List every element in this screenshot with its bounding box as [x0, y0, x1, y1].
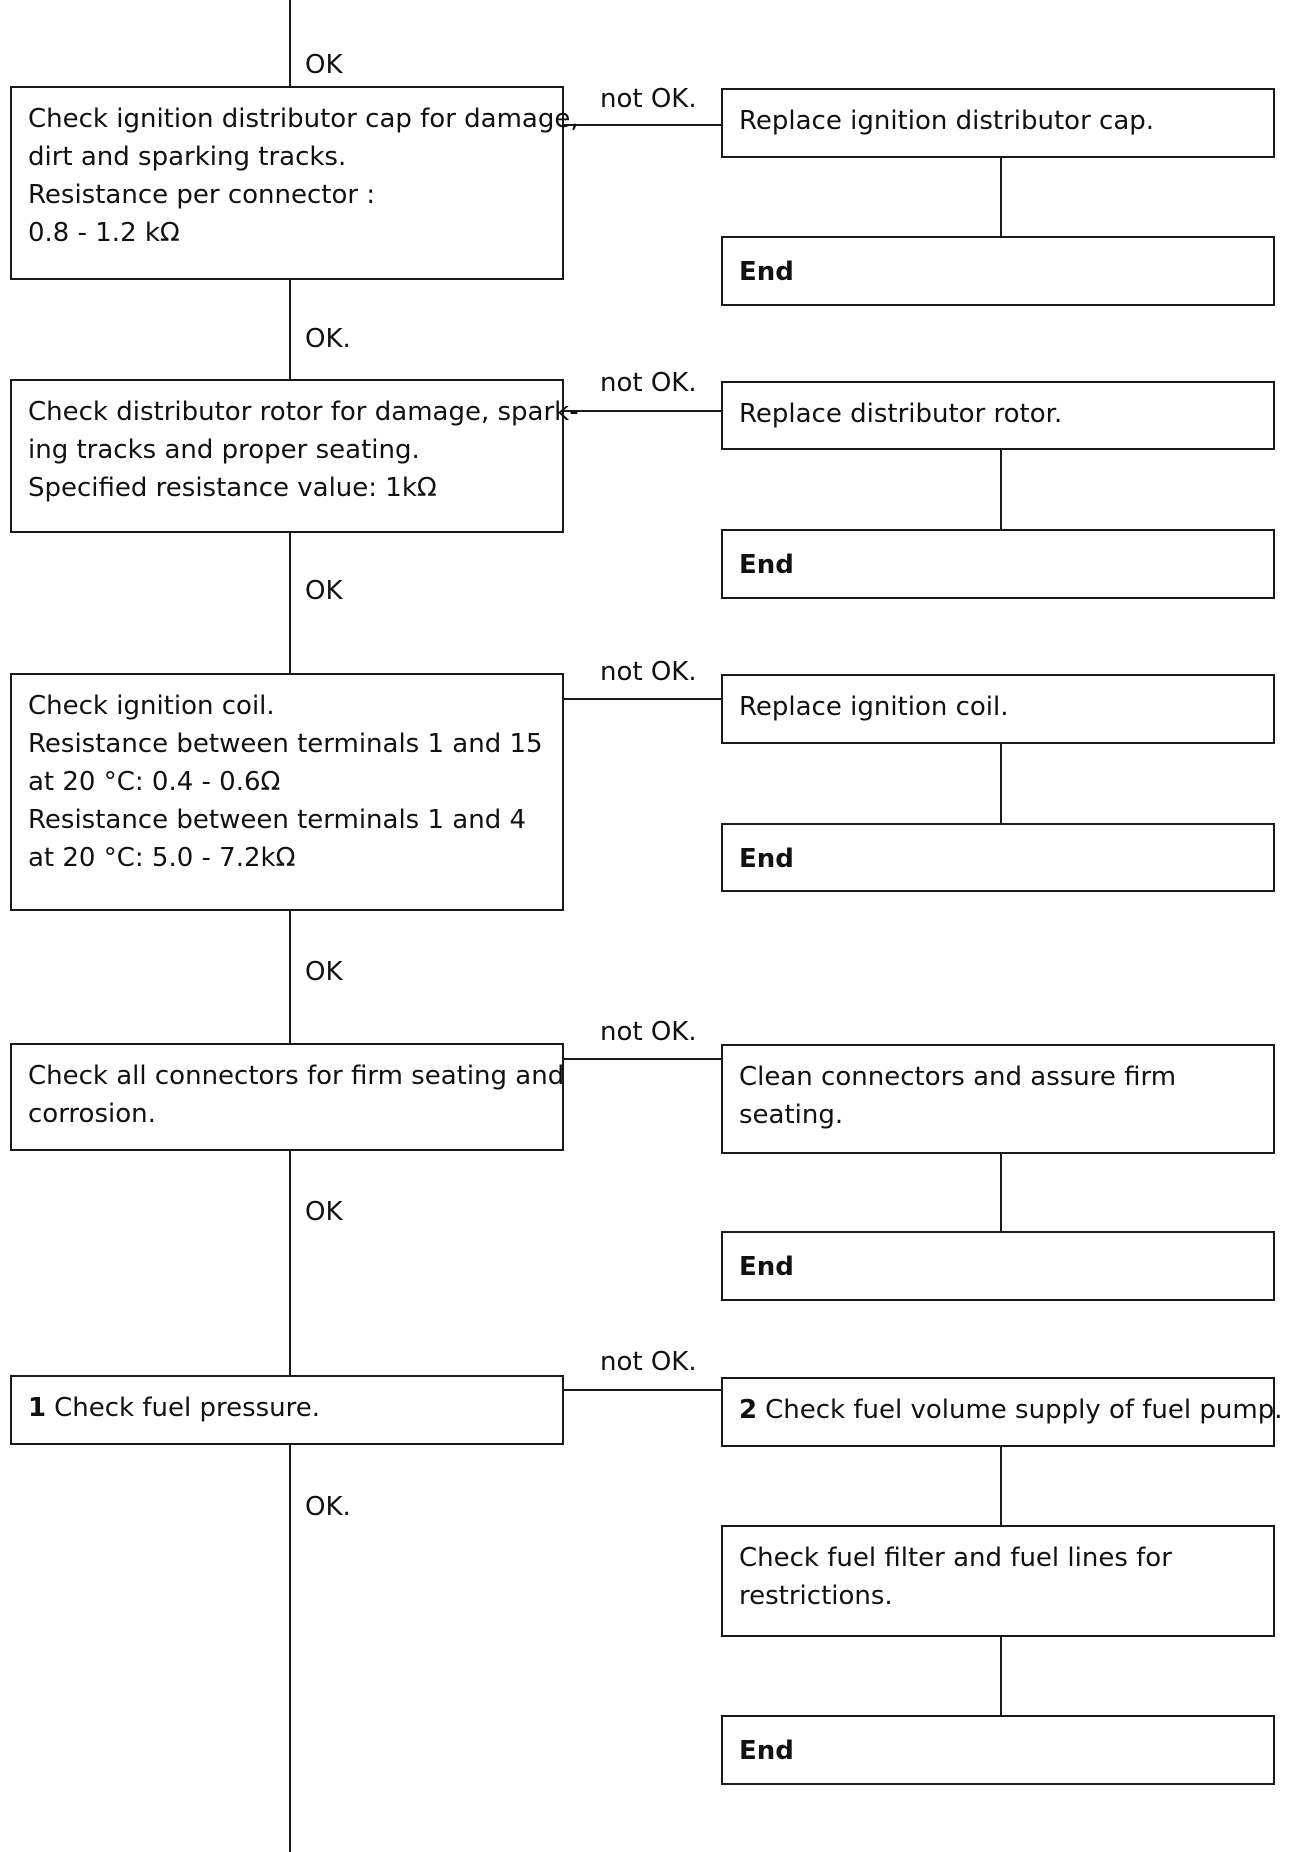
not-ok-label: not OK.: [600, 1347, 697, 1377]
ok-label: OK.: [305, 324, 351, 354]
action-connector: [1000, 1152, 1002, 1232]
action-connector: [1000, 742, 1002, 824]
action-text: Replace distributor rotor.: [739, 399, 1063, 429]
ok-label: OK: [305, 576, 343, 606]
step-text: ing tracks and proper seating.: [28, 435, 420, 465]
end-box: End: [721, 823, 1275, 892]
step-number: 2: [739, 1395, 758, 1425]
ok-label: OK: [305, 957, 343, 987]
step-text: at 20 °C: 0.4 - 0.6Ω: [28, 767, 281, 797]
action-connector: [1000, 448, 1002, 530]
step-text: Check ignition coil.: [28, 691, 275, 721]
step-text: Resistance between terminals 1 and 4: [28, 805, 527, 835]
action-text: Check fuel volume supply of fuel pump.: [765, 1395, 1283, 1425]
not-ok-label: not OK.: [600, 368, 697, 398]
step-ignition-coil: Check ignition coil. Resistance between …: [10, 673, 564, 911]
action-connector: [1000, 1446, 1002, 1526]
ok-label: OK: [305, 50, 343, 80]
main-flow-line: [289, 0, 291, 1852]
action-text: Replace ignition distributor cap.: [739, 106, 1155, 136]
step-text: corrosion.: [28, 1099, 156, 1129]
step-text: Resistance between terminals 1 and 15: [28, 729, 543, 759]
step-distributor-rotor: Check distributor rotor for damage, spar…: [10, 379, 579, 533]
action-fuel-filter: Check fuel filter and fuel lines for res…: [721, 1525, 1275, 1637]
step-text: dirt and sparking tracks.: [28, 142, 347, 172]
step-text: Check distributor rotor for damage, spar…: [28, 397, 579, 427]
ok-label: OK.: [305, 1492, 351, 1522]
not-ok-label: not OK.: [600, 657, 697, 687]
step-text: at 20 °C: 5.0 - 7.2kΩ: [28, 843, 296, 873]
not-ok-connector: [563, 124, 723, 126]
end-box: End: [721, 529, 1275, 599]
not-ok-label: not OK.: [600, 1017, 697, 1047]
action-text: Clean connectors and assure firm: [739, 1062, 1177, 1092]
action-connector: [1000, 1636, 1002, 1716]
not-ok-connector: [563, 410, 723, 412]
step-number: 1: [28, 1393, 47, 1423]
step-text: Check ignition distributor cap for damag…: [28, 104, 579, 134]
step-distributor-cap: Check ignition distributor cap for damag…: [10, 86, 579, 280]
not-ok-connector: [563, 1058, 723, 1060]
step-connectors: Check all connectors for firm seating an…: [10, 1043, 564, 1151]
step-text: Check fuel pressure.: [54, 1393, 321, 1423]
action-replace-cap: Replace ignition distributor cap.: [721, 88, 1275, 158]
end-box: End: [721, 1231, 1275, 1301]
action-text: restrictions.: [739, 1581, 893, 1611]
step-text: Check all connectors for firm seating an…: [28, 1061, 565, 1091]
not-ok-connector: [563, 698, 723, 700]
ok-label: OK: [305, 1197, 343, 1227]
action-replace-rotor: Replace distributor rotor.: [721, 381, 1275, 450]
end-box: End: [721, 1715, 1275, 1785]
action-replace-coil: Replace ignition coil.: [721, 674, 1275, 744]
action-text: Check fuel filter and fuel lines for: [739, 1543, 1172, 1573]
not-ok-connector: [563, 1389, 723, 1391]
step-text: 0.8 - 1.2 kΩ: [28, 218, 180, 248]
step-text: Resistance per connector :: [28, 180, 376, 210]
action-connector: [1000, 156, 1002, 238]
not-ok-label: not OK.: [600, 84, 697, 114]
step-text: Specified resistance value: 1kΩ: [28, 473, 437, 503]
action-text: Replace ignition coil.: [739, 692, 1009, 722]
action-text: seating.: [739, 1100, 844, 1130]
action-clean-connectors: Clean connectors and assure firm seating…: [721, 1044, 1275, 1154]
end-box: End: [721, 236, 1275, 306]
